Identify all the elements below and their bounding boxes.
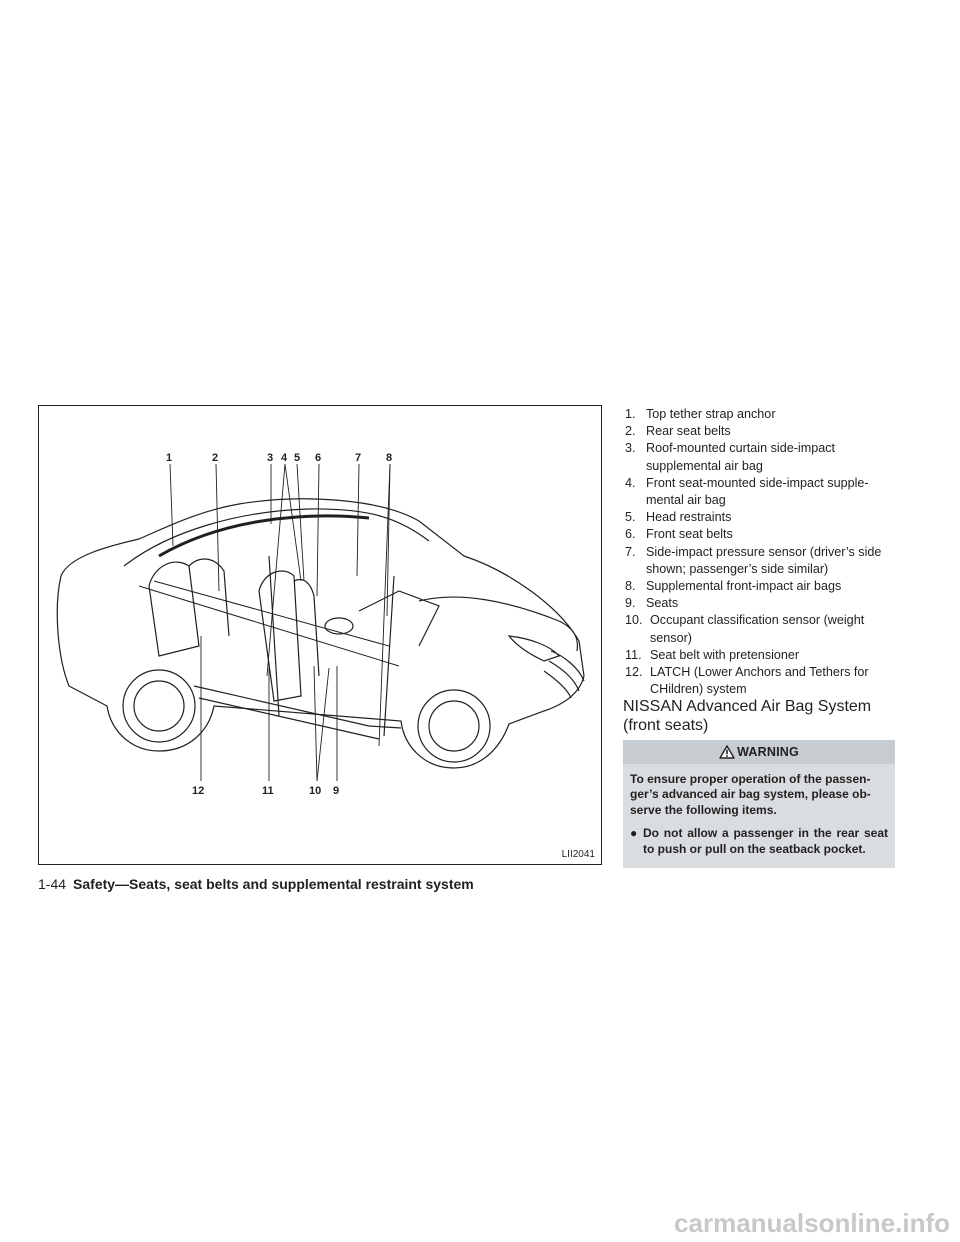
warning-intro: To ensure proper operation of the passen… [630,772,871,817]
list-item: 8.Supplemental front-impact air bags [625,579,842,594]
page-number: 1-44 [38,876,67,892]
section-title: NISSAN Advanced Air Bag System (front se… [623,698,872,734]
callout-12: 12 [192,785,204,797]
car-roof [123,508,430,567]
airbag-location-figure: 1 2 3 4 5 6 7 8 9 10 11 12 LII2041 [38,405,602,865]
warning-header: WARNING [623,740,895,764]
leader-line-4a [266,463,286,677]
list-item: 4.Front seat-mounted side-impact supple-… [625,475,869,508]
figure-code: LII2041 [561,849,595,860]
list-item: 10.Occupant classification sensor (weigh… [625,613,865,645]
watermark: carmanualsonline.info [674,1208,950,1238]
warning-item: ● Do not allow a passenger in the rear s… [630,826,888,857]
list-item: 9.Seats [625,596,679,611]
callout-4: 4 [281,452,288,464]
list-item: 3.Roof-mounted curtain side-impact suppl… [625,441,835,473]
page-footer: 1-44 Safety—Seats, seat belts and supple… [38,876,474,892]
callout-2: 2 [212,452,218,464]
callout-6: 6 [315,452,321,464]
warning-item-text: Do not allow a passenger in the rear sea… [643,826,888,856]
leader-line-6 [316,463,320,597]
leader-line-1 [169,463,174,547]
callout-11: 11 [262,785,274,797]
callout-10: 10 [309,785,321,797]
leader-line-10b [316,667,330,782]
rear-wheel [122,669,196,743]
warning-triangle-icon [719,745,735,759]
list-item: 11.Seat belt with pretensioner [625,647,800,662]
chapter-title: Safety—Seats, seat belts and supplementa… [73,876,474,892]
warning-body: To ensure proper operation of the passen… [623,764,895,857]
callout-7: 7 [355,452,361,464]
front-seat [258,570,302,702]
callout-1: 1 [166,452,172,464]
callout-3: 3 [267,452,273,464]
leader-line-5 [296,463,305,582]
list-item: 1.Top tether strap anchor [625,407,776,421]
leader-line-7 [356,463,360,577]
callout-8: 8 [386,452,392,464]
leader-line-2 [215,463,220,592]
leader-line-4b [284,463,302,582]
list-item: 12.LATCH (Lower Anchors and Tethers for … [625,665,869,697]
rear-seat [148,561,200,657]
component-list: 1.Top tether strap anchor 2.Rear seat be… [625,406,900,698]
leader-line-10a [313,665,318,782]
list-item: 6.Front seat belts [625,527,733,542]
list-item: 5.Head restraints [625,510,732,525]
car-body [56,498,585,769]
steering-wheel [324,617,354,635]
list-item: 7.Side-impact pressure sensor (driver’s … [625,544,882,576]
bullet-icon: ● [630,826,638,841]
callout-5: 5 [294,452,300,464]
leader-line-8a [378,463,391,747]
warning-box: WARNING To ensure proper operation of th… [623,740,895,868]
front-wheel [417,689,491,763]
leader-line-8b [386,463,391,617]
list-item: 2.Rear seat belts [625,424,731,439]
warning-heading: WARNING [737,745,799,759]
curtain-airbag [158,514,370,558]
callout-9: 9 [333,785,339,797]
car-hood [418,596,579,652]
car-cutaway-illustration: 1 2 3 4 5 6 7 8 9 10 11 12 [56,452,585,797]
